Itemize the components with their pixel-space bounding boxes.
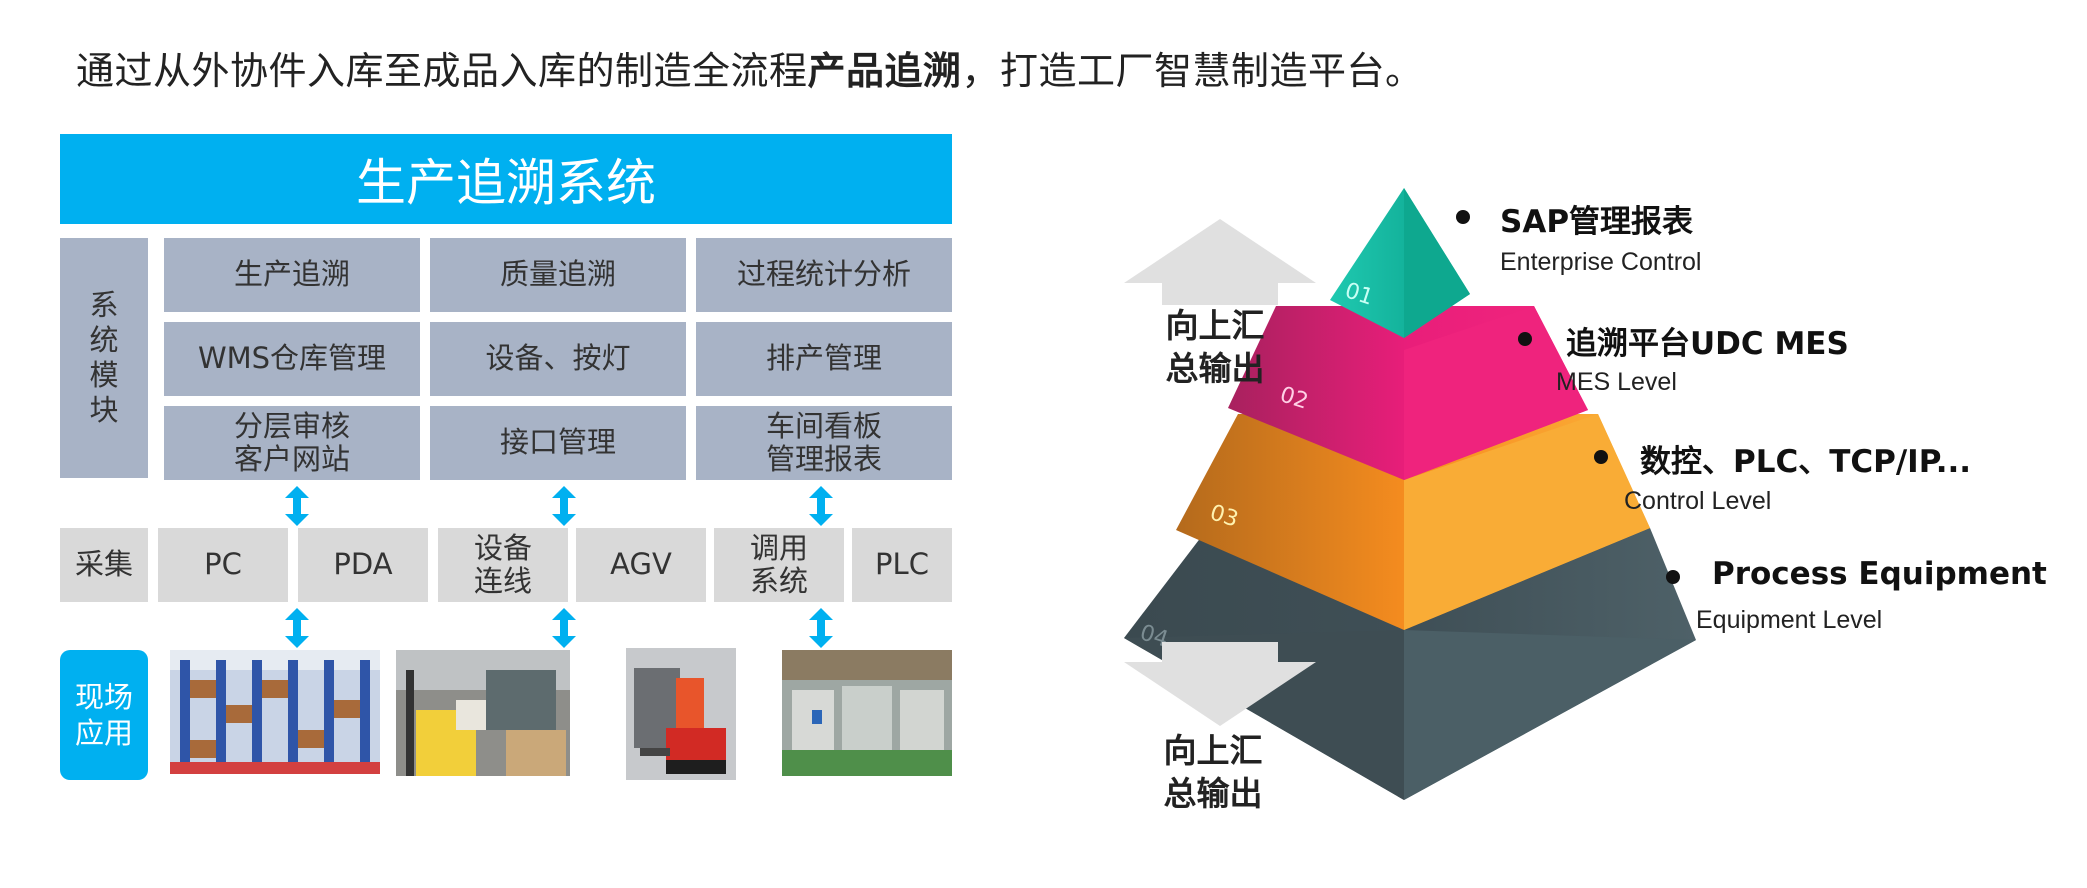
double-arrow-icon bbox=[809, 608, 833, 648]
down-arrow-text: 向上汇 总输出 bbox=[1163, 731, 1263, 813]
double-arrow-icon bbox=[285, 486, 309, 526]
module-cell: 排产管理 bbox=[696, 322, 952, 396]
collect-item: PLC bbox=[852, 528, 952, 602]
double-arrow-icon bbox=[809, 486, 833, 526]
system-module-label: 系 统 模 块 bbox=[60, 238, 148, 478]
module-cell: 车间看板 管理报表 bbox=[696, 406, 952, 480]
collect-item: PDA bbox=[298, 528, 428, 602]
level-title: 追溯平台UDC MES bbox=[1566, 326, 1849, 362]
module-cell: 生产追溯 bbox=[164, 238, 420, 312]
bullet-icon bbox=[1594, 450, 1608, 464]
agv-photo bbox=[626, 648, 736, 780]
level-title: Process Equipment bbox=[1712, 556, 2047, 592]
site-application-label: 现场 应用 bbox=[60, 650, 148, 780]
headline-bold: 产品追溯 bbox=[807, 49, 962, 93]
bullet-icon bbox=[1456, 210, 1470, 224]
headline-suffix: ，打造工厂智慧制造平台。 bbox=[961, 49, 1424, 93]
module-cell: 分层审核 客户网站 bbox=[164, 406, 420, 480]
forklift-photo bbox=[396, 650, 570, 776]
warehouse-photo bbox=[170, 650, 380, 774]
headline: 通过从外协件入库至成品入库的制造全流程产品追溯，打造工厂智慧制造平台。 bbox=[76, 40, 1424, 95]
level-title: SAP管理报表 bbox=[1500, 204, 1694, 240]
bullet-icon bbox=[1518, 332, 1532, 346]
collect-label: 采集 bbox=[60, 528, 148, 602]
level-subtitle: Equipment Level bbox=[1696, 606, 1883, 634]
double-arrow-icon bbox=[552, 608, 576, 648]
up-arrow-text: 向上汇 总输出 bbox=[1165, 306, 1265, 388]
system-title: 生产追溯系统 bbox=[60, 134, 952, 224]
pyramid-diagram bbox=[1124, 188, 1696, 800]
module-cell: 质量追溯 bbox=[430, 238, 686, 312]
module-cell: 设备、按灯 bbox=[430, 322, 686, 396]
level-subtitle: Control Level bbox=[1624, 487, 1772, 515]
down-arrow-icon bbox=[1124, 642, 1316, 726]
collect-item: AGV bbox=[576, 528, 706, 602]
double-arrow-icon bbox=[285, 608, 309, 648]
module-cell: WMS仓库管理 bbox=[164, 322, 420, 396]
collect-item: 调用 系统 bbox=[714, 528, 844, 602]
workshop-photo bbox=[782, 650, 952, 776]
module-cell: 过程统计分析 bbox=[696, 238, 952, 312]
level-subtitle: Enterprise Control bbox=[1500, 248, 1702, 276]
level-title: 数控、PLC、TCP/IP... bbox=[1640, 444, 1972, 480]
bullet-icon bbox=[1666, 570, 1680, 584]
level-subtitle: MES Level bbox=[1556, 368, 1677, 396]
up-arrow-icon bbox=[1124, 219, 1316, 305]
double-arrow-icon bbox=[552, 486, 576, 526]
collect-item: 设备 连线 bbox=[438, 528, 568, 602]
headline-prefix: 通过从外协件入库至成品入库的制造全流程 bbox=[76, 49, 808, 93]
module-cell: 接口管理 bbox=[430, 406, 686, 480]
collect-item: PC bbox=[158, 528, 288, 602]
